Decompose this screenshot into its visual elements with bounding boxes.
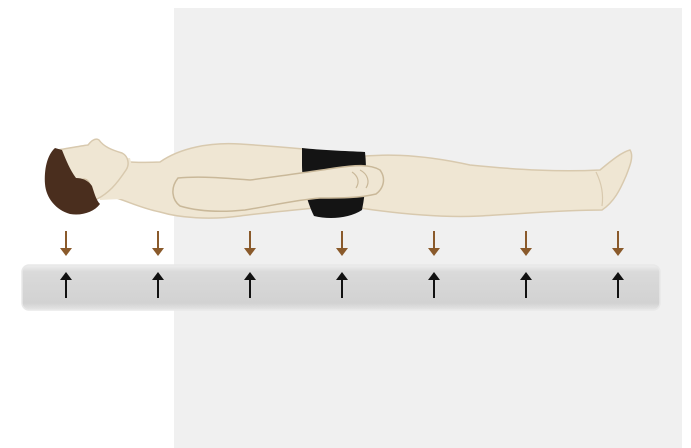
arrow-down-icon xyxy=(336,231,348,256)
arrow-down-icon xyxy=(60,231,72,256)
lying-person xyxy=(45,139,632,218)
arrow-down-icon xyxy=(520,231,532,256)
arrow-down-icon xyxy=(612,231,624,256)
arrow-down-icon xyxy=(152,231,164,256)
arrow-down-icon xyxy=(428,231,440,256)
arrow-down-icon xyxy=(244,231,256,256)
